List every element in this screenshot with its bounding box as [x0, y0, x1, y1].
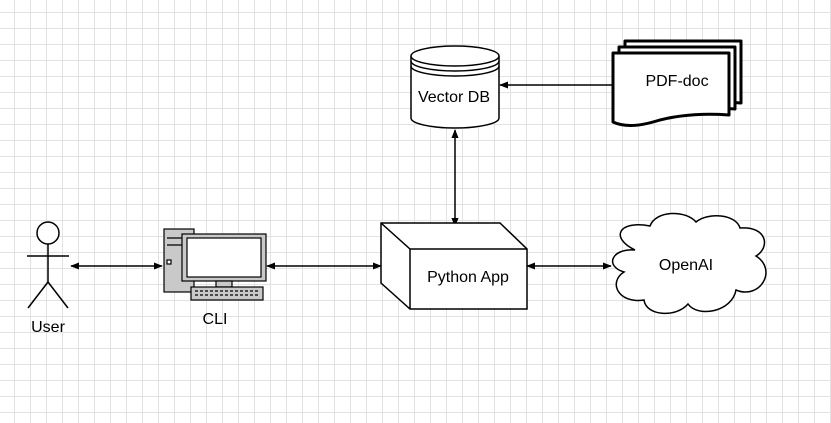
cli-label: CLI — [202, 311, 228, 328]
user-actor-icon[interactable] — [27, 221, 69, 309]
pdf-doc-label: PDF-doc — [645, 73, 709, 90]
python-app-label: Python App — [427, 269, 509, 286]
openai-cloud[interactable] — [611, 212, 767, 315]
user-label: User — [31, 319, 65, 336]
python-app-cube[interactable] — [380, 222, 528, 310]
vector-db-label: Vector DB — [417, 89, 491, 106]
cli-computer-icon[interactable] — [163, 228, 267, 301]
pdf-doc-documents-icon[interactable] — [611, 39, 743, 127]
openai-label: OpenAI — [658, 257, 714, 274]
vector-db-cylinder[interactable] — [410, 45, 500, 129]
edges — [70, 81, 612, 270]
